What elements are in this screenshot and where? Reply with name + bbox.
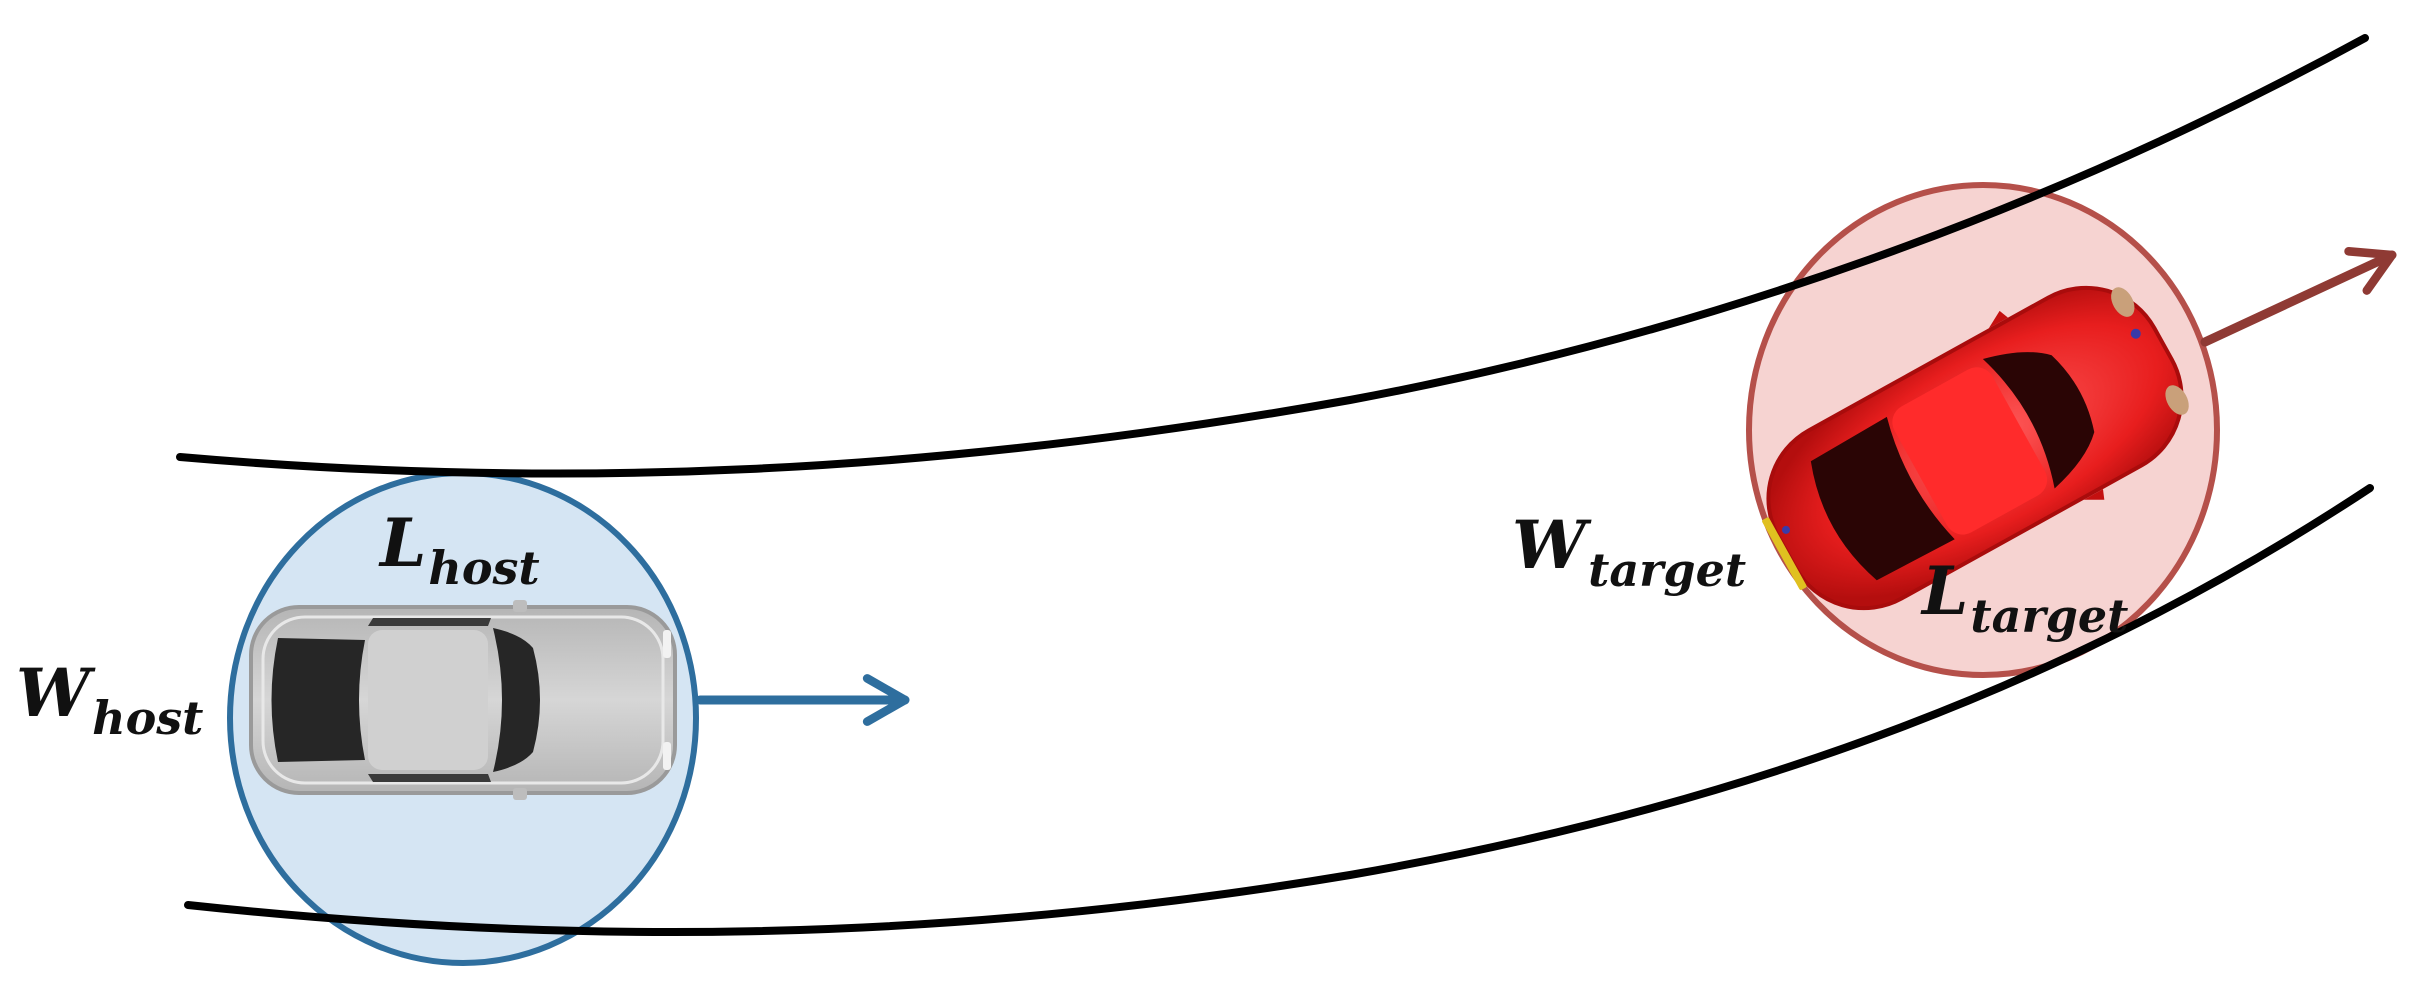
road-edge-upper (176, 34, 2369, 478)
w-target-main: W (1512, 506, 1587, 584)
w-host-main: W (16, 654, 91, 732)
target-direction-arrow (2200, 247, 2397, 347)
w-target-label: Wtarget (1512, 512, 1746, 593)
target-car (1762, 285, 2189, 611)
l-target-sub: target (1970, 589, 2129, 643)
l-target-main: L (1922, 552, 1969, 630)
w-host-sub: host (92, 691, 204, 745)
l-host-sub: host (428, 541, 540, 595)
l-host-label: Lhost (380, 510, 540, 591)
l-host-main: L (380, 504, 427, 582)
w-target-sub: target (1588, 543, 1747, 597)
l-target-label: Ltarget (1922, 558, 2128, 639)
road-edge-lower (184, 484, 2374, 937)
w-host-label: Whost (16, 660, 203, 741)
host-car (249, 600, 677, 800)
